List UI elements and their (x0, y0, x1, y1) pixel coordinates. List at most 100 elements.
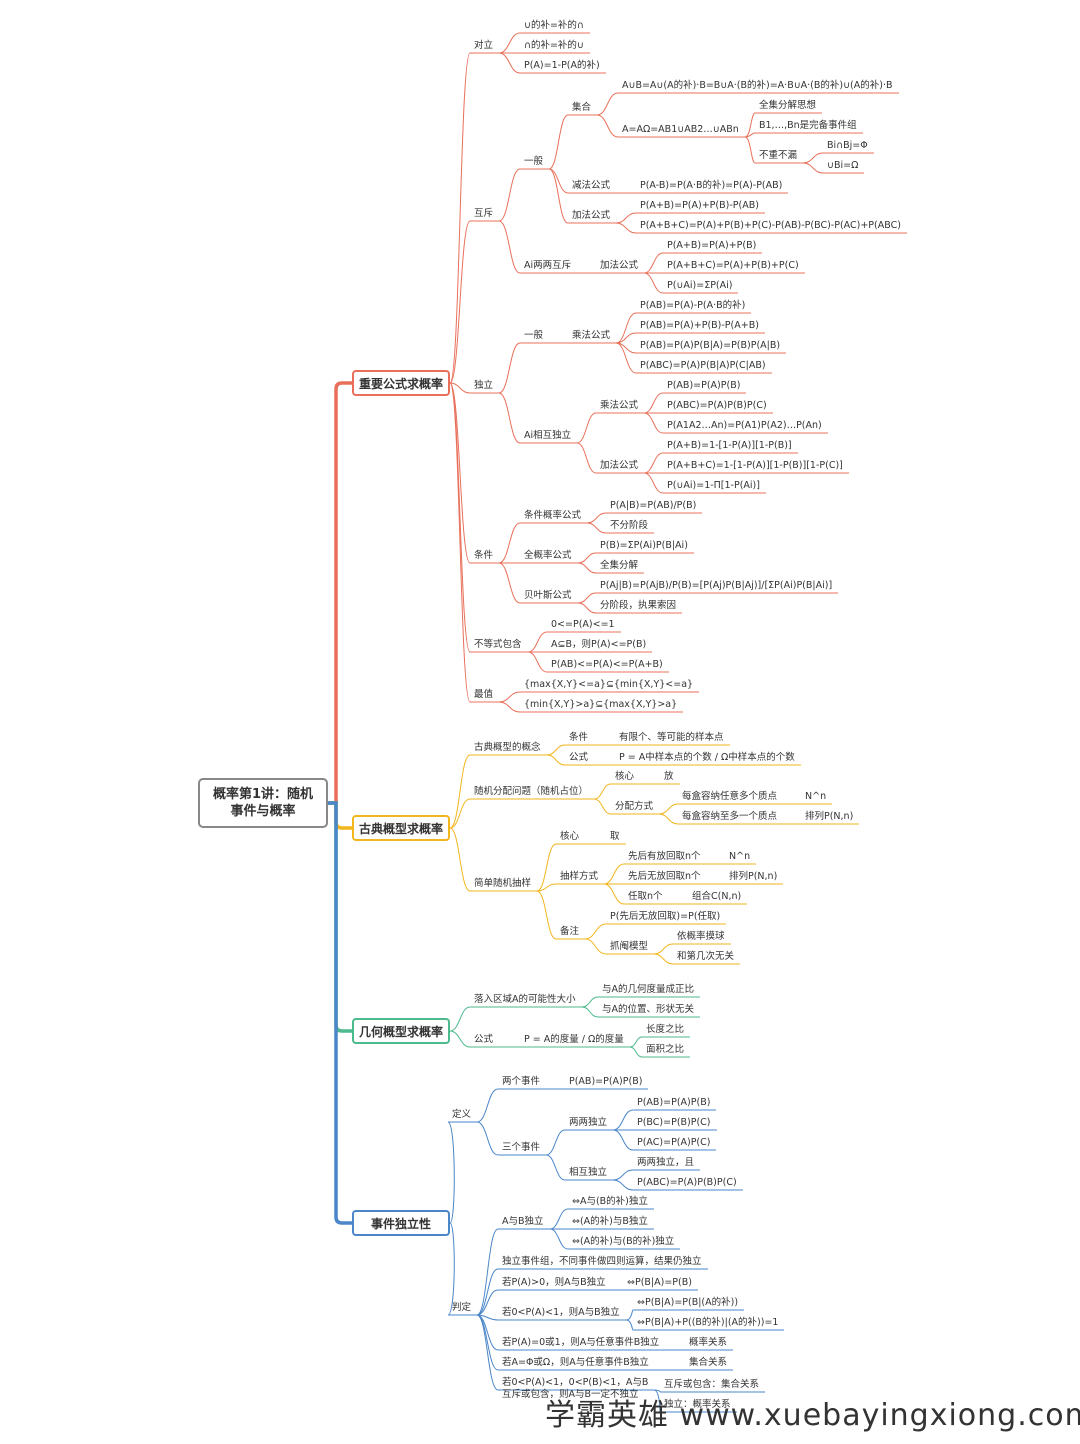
topic-n1[interactable]: 对立 (474, 40, 494, 51)
topic-n5[interactable]: 互斥 (474, 208, 494, 219)
topic-d7[interactable]: P(BC)=P(B)P(C) (637, 1117, 711, 1128)
topic-d26[interactable]: 集合关系 (689, 1357, 728, 1368)
topic-d3[interactable]: P(AB)=P(A)P(B) (569, 1076, 643, 1087)
topic-n14[interactable]: ∪Bi=Ω (827, 160, 859, 171)
topic-m18[interactable]: 先后有放回取n个 (628, 851, 701, 862)
topic-n23[interactable]: P(A+B+C)=P(A)+P(B)+P(C) (667, 260, 799, 271)
topic-n31[interactable]: P(ABC)=P(A)P(B|A)P(C|AB) (640, 360, 766, 371)
topic-n30[interactable]: P(AB)=P(A)P(B|A)=P(B)P(A|B) (640, 340, 781, 351)
topic-g4[interactable]: 公式 (474, 1034, 494, 1045)
topic-d25[interactable]: 若A=Φ或Ω，则A与任意事件B独立 (502, 1357, 649, 1368)
topic-d18[interactable]: 若P(A)>0，则A与B独立 (502, 1277, 606, 1288)
topic-n28[interactable]: P(AB)=P(A)-P(A·B的补) (640, 300, 746, 311)
topic-n9[interactable]: A=AΩ=AB1∪AB2…∪ABn (622, 124, 739, 135)
topic-d19[interactable]: ⇔P(B|A)=P(B) (627, 1277, 692, 1288)
topic-n33[interactable]: 乘法公式 (600, 400, 639, 411)
topic-m11[interactable]: N^n (805, 791, 827, 802)
topic-m23[interactable]: 组合C(N,n) (692, 891, 742, 902)
topic-n13[interactable]: Bi∩Bj=Φ (827, 140, 868, 151)
topic-d15[interactable]: ⇔(A的补)与B独立 (572, 1216, 648, 1227)
topic-n40[interactable]: P(∪Ai)=1-Π[1-P(Ai)] (667, 480, 760, 491)
topic-n52[interactable]: 0<=P(A)<=1 (551, 619, 615, 630)
topic-n35[interactable]: P(ABC)=P(A)P(B)P(C) (667, 400, 767, 411)
topic-d13[interactable]: A与B独立 (502, 1216, 544, 1227)
topic-n19[interactable]: P(A+B+C)=P(A)+P(B)+P(C)-P(AB)-P(BC)-P(AC… (640, 220, 901, 231)
topic-d17[interactable]: 独立事件组，不同事件做四则运算，结果仍独立 (502, 1256, 702, 1267)
topic-g3[interactable]: 与A的位置、形状无关 (602, 1004, 694, 1015)
topic-m26[interactable]: 抓阄模型 (610, 941, 649, 952)
topic-n29[interactable]: P(AB)=P(A)+P(B)-P(A+B) (640, 320, 759, 331)
topic-n16[interactable]: P(A-B)=P(A·B的补)=P(A)-P(AB) (640, 180, 783, 191)
topic-d27a[interactable]: 若0<P(A)<1，0<P(B)<1，A与B (502, 1377, 649, 1388)
topic-d8[interactable]: P(AC)=P(A)P(C) (637, 1137, 711, 1148)
topic-n41[interactable]: 条件 (474, 550, 494, 561)
branch-node-3[interactable]: 几何概型求概率 (352, 1018, 450, 1044)
topic-m5[interactable]: P = A中样本点的个数 / Ω中样本点的个数 (619, 752, 795, 763)
topic-n37[interactable]: 加法公式 (600, 460, 639, 471)
topic-d10[interactable]: 两两独立，且 (637, 1157, 695, 1168)
topic-n4[interactable]: P(A)=1-P(A的补) (524, 60, 600, 71)
topic-m14[interactable]: 简单随机抽样 (474, 878, 532, 889)
topic-n57[interactable]: {min{X,Y}>a}⊆{max{X,Y}>a} (524, 699, 678, 710)
topic-n39[interactable]: P(A+B+C)=1-[1-P(A)][1-P(B)][1-P(C)] (667, 460, 843, 471)
topic-d12[interactable]: 判定 (452, 1302, 472, 1313)
topic-n25[interactable]: 独立 (474, 380, 494, 391)
topic-d16[interactable]: ⇔(A的补)与(B的补)独立 (572, 1236, 675, 1247)
topic-g2[interactable]: 与A的几何度量成正比 (602, 984, 694, 995)
topic-n55[interactable]: 最值 (474, 689, 494, 700)
topic-m16[interactable]: 取 (610, 831, 620, 842)
topic-m10[interactable]: 每盒容纳任意多个质点 (682, 791, 778, 802)
root-node[interactable]: 概率第1讲：随机事件与概率 (198, 778, 328, 828)
topic-n24[interactable]: P(∪Ai)=ΣP(Ai) (667, 280, 733, 291)
topic-n44[interactable]: 不分阶段 (610, 520, 649, 531)
topic-n11[interactable]: B1,…,Bn是完备事件组 (759, 120, 857, 131)
topic-m24[interactable]: 备注 (560, 926, 580, 937)
topic-m3[interactable]: 有限个、等可能的样本点 (619, 732, 724, 743)
topic-n42[interactable]: 条件概率公式 (524, 510, 582, 521)
topic-g6[interactable]: 长度之比 (646, 1024, 685, 1035)
topic-m13[interactable]: 排列P(N,n) (805, 811, 854, 822)
topic-d6[interactable]: P(AB)=P(A)P(B) (637, 1097, 711, 1108)
topic-d22[interactable]: ⇔P(B|A)+P((B的补)|(A的补))=1 (637, 1317, 779, 1328)
topic-m1[interactable]: 古典概型的概念 (474, 742, 541, 753)
topic-n6[interactable]: 一般 (524, 156, 544, 167)
topic-d14[interactable]: ⇔A与(B的补)独立 (572, 1196, 648, 1207)
topic-m28[interactable]: 和第几次无关 (677, 951, 735, 962)
topic-n2[interactable]: ∪的补=补的∩ (524, 20, 584, 31)
topic-n51[interactable]: 不等式包含 (474, 639, 522, 650)
branch-node-2[interactable]: 古典概型求概率 (352, 815, 450, 841)
topic-n10[interactable]: 全集分解思想 (759, 100, 817, 111)
branch-node-4[interactable]: 事件独立性 (352, 1210, 450, 1236)
topic-m17[interactable]: 抽样方式 (560, 871, 599, 882)
topic-m15[interactable]: 核心 (560, 831, 580, 842)
topic-n48[interactable]: 贝叶斯公式 (524, 590, 572, 601)
topic-m9[interactable]: 分配方式 (615, 801, 654, 812)
topic-m8[interactable]: 放 (664, 771, 674, 782)
topic-d21[interactable]: ⇔P(B|A)=P(B|(A的补)) (637, 1297, 739, 1308)
topic-n12[interactable]: 不重不漏 (759, 150, 798, 161)
topic-m6[interactable]: 随机分配问题（随机占位） (474, 786, 589, 797)
topic-n26[interactable]: 一般 (524, 330, 544, 341)
topic-m12[interactable]: 每盒容纳至多一个质点 (682, 811, 778, 822)
topic-d5[interactable]: 两两独立 (569, 1117, 608, 1128)
topic-n46[interactable]: P(B)=ΣP(Ai)P(B|Ai) (600, 540, 688, 551)
topic-n21[interactable]: 加法公式 (600, 260, 639, 271)
topic-n18[interactable]: P(A+B)=P(A)+P(B)-P(AB) (640, 200, 759, 211)
topic-g7[interactable]: 面积之比 (646, 1044, 685, 1055)
topic-d23[interactable]: 若P(A)=0或1，则A与任意事件B独立 (502, 1337, 660, 1348)
topic-n50[interactable]: 分阶段，执果索因 (600, 600, 677, 611)
topic-g5[interactable]: P = A的度量 / Ω的度量 (524, 1034, 624, 1045)
branch-node-1[interactable]: 重要公式求概率 (352, 370, 450, 396)
topic-n17[interactable]: 加法公式 (572, 210, 611, 221)
topic-n45[interactable]: 全概率公式 (524, 550, 572, 561)
topic-d27b[interactable]: 互斥或包含，则A与B一定不独立 (502, 1389, 639, 1400)
topic-n49[interactable]: P(Aj|B)=P(AjB)/P(B)=[P(Aj)P(B|Aj)]/[ΣP(A… (600, 580, 833, 591)
topic-n32[interactable]: Ai相互独立 (524, 430, 572, 441)
topic-n22[interactable]: P(A+B)=P(A)+P(B) (667, 240, 757, 251)
topic-n15[interactable]: 减法公式 (572, 180, 611, 191)
topic-n54[interactable]: P(AB)<=P(A)<=P(A+B) (551, 659, 663, 670)
topic-m2[interactable]: 条件 (569, 732, 589, 743)
topic-g1[interactable]: 落入区域A的可能性大小 (474, 994, 576, 1005)
topic-m25[interactable]: P(先后无放回取)=P(任取) (610, 911, 721, 922)
topic-m7[interactable]: 核心 (615, 771, 635, 782)
